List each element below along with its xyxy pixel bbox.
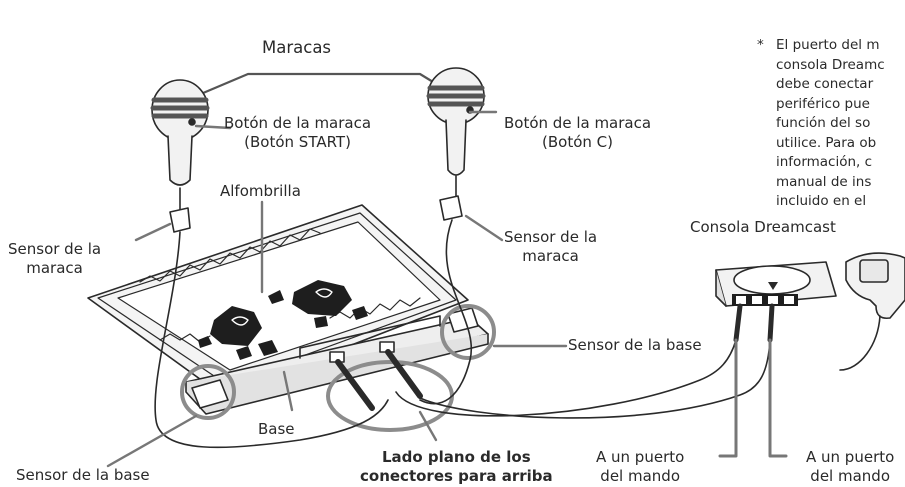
label-left-maraca-button: Botón de la maraca (Botón START) bbox=[224, 114, 372, 151]
label-console: Consola Dreamcast bbox=[690, 218, 836, 236]
footnote-line: información, c bbox=[776, 154, 873, 170]
label-left-maraca-sensor: Sensor de la maraca bbox=[8, 240, 102, 277]
footnote-line: función del so bbox=[776, 115, 871, 131]
label-port-1: A un puerto del mando bbox=[596, 448, 685, 485]
right-maraca bbox=[419, 67, 486, 405]
label-connectors-flat-side: Lado plano de los conectores para arriba bbox=[360, 448, 553, 485]
footnote-marker: * bbox=[757, 37, 764, 53]
maracas-leader-lines bbox=[194, 72, 458, 98]
label-base: Base bbox=[258, 420, 295, 438]
dreamcast-console bbox=[715, 261, 837, 343]
footnote-line: periférico pue bbox=[776, 95, 870, 112]
mat bbox=[87, 204, 469, 396]
label-leaders bbox=[106, 110, 568, 468]
left-maraca bbox=[150, 79, 389, 449]
label-port-2: A un puerto del mando bbox=[806, 448, 895, 485]
footnote-line: utilice. Para ob bbox=[776, 134, 877, 151]
footnote-line: manual de ins bbox=[776, 173, 872, 190]
footnote-line: consola Dreamc bbox=[776, 56, 885, 73]
label-base-sensor-right: Sensor de la base bbox=[568, 336, 702, 354]
footnote-line: incluido en el bbox=[776, 193, 867, 209]
label-maracas: Maracas bbox=[262, 38, 332, 57]
label-right-maraca-button: Botón de la maraca (Botón C) bbox=[504, 114, 652, 151]
port-leaders bbox=[718, 338, 788, 458]
label-mat: Alfombrilla bbox=[220, 182, 301, 200]
footnote-line: debe conectar bbox=[776, 76, 874, 92]
label-right-maraca-sensor: Sensor de la maraca bbox=[504, 228, 598, 265]
footnote-line: El puerto del m bbox=[776, 37, 880, 53]
plugs bbox=[335, 349, 423, 411]
footnote: * El puerto del m consola Dreamc debe co… bbox=[757, 36, 885, 212]
label-base-sensor-left: Sensor de la base bbox=[16, 466, 150, 484]
base-cables bbox=[395, 339, 771, 419]
controller bbox=[839, 252, 905, 371]
